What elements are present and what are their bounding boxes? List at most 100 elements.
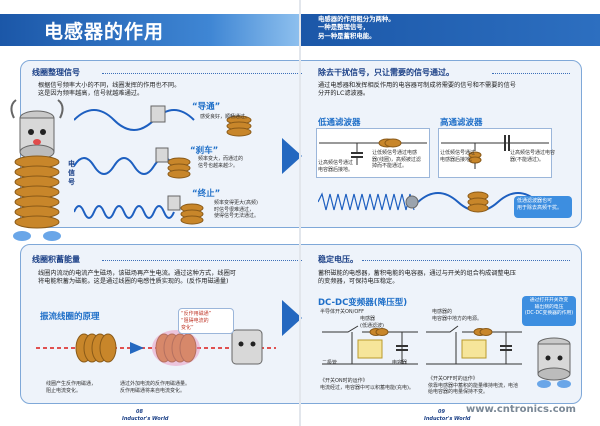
text-line: 的变频器，可保持电压稳定。 — [318, 278, 399, 286]
arrow-icon — [130, 342, 144, 354]
energy-left-heading: 线圈积蓄能量 — [32, 255, 80, 264]
caption-line: 《开关ON时的运作》 — [320, 378, 368, 384]
caption-line: 电流经过，电容器中可以积蓄电能(充电)。 — [320, 384, 414, 391]
energy-right-heading: 稳定电压。 — [318, 255, 358, 264]
dcdc-caption-on: 《开关ON时的运作》 电流经过，电容器中可以积蓄电能(充电)。 — [320, 378, 414, 391]
signal-left-heading: 线圈整理信号 — [32, 68, 80, 77]
page-number-right: 09 — [438, 409, 445, 415]
dcdc-caption-off: 《开关OFF时的运作》 依靠电感器中蓄积的能量维持电流，电池 给电容器的电量保持… — [428, 376, 518, 396]
filtered-wave — [318, 191, 539, 213]
low-frequency-wave — [74, 109, 195, 131]
dcdc-circuit — [322, 325, 522, 365]
signal-right-heading: 除去干扰信号，只让需要的信号通过。 — [318, 68, 454, 77]
desc-line: 让低频信号通过 — [440, 150, 476, 156]
mascot-body — [150, 105, 166, 123]
desc-line: 时信号很难通过， — [214, 206, 255, 213]
signal-waves — [74, 105, 252, 225]
desc-line: 器(不能通过)。 — [510, 156, 544, 163]
dcdc-subtitle: 半导体开关ON/OFF — [320, 309, 365, 315]
label-char: 号 — [68, 178, 75, 186]
heading-dots — [492, 73, 570, 74]
speech-line: “阻碍电流的 — [181, 318, 209, 324]
speech-line: 变化” — [181, 325, 194, 331]
energy-right-text: 蓄积磁能的电感器，蓄积电能的电容器，通过与开关的组合构成调整电压 的变频器，可保… — [318, 270, 580, 287]
text-line: 分开的LC滤波器。 — [318, 90, 370, 98]
page-title: 电感器的作用 — [44, 21, 165, 43]
caption-line: 给电容器的电量保持不变。 — [428, 389, 489, 395]
signal-vertical-label: 电 信 号 — [68, 160, 75, 187]
energy-left-text: 线圈内流动的电流产生磁场，该磁场再产生电流。通过这种方式，线圈可 将电能积蓄为磁… — [38, 270, 300, 287]
mascot-body — [155, 147, 169, 163]
lowpass-title: 低通滤波器 — [318, 118, 361, 128]
state-desc: 感受良好，顺畅通过。 — [200, 114, 251, 120]
caption-line: 依靠电感器中蓄积的能量维持电流，电池 — [428, 382, 519, 389]
page-fold — [299, 0, 301, 426]
magnetic-field — [152, 330, 200, 366]
desc-line: 使得信号无法通过。 — [214, 213, 260, 219]
speech-line: “反作用磁通” — [181, 311, 212, 317]
highpass-diagram — [438, 128, 552, 178]
dcdc-callout: 通过打开开关改变 输出侧的电压 (DC-DC变换器的作用) — [522, 296, 576, 326]
desc-line: 器(线圈)，高频被过滤 — [372, 156, 421, 163]
coil-caption-1: 线圈产生反作用磁通， 阻止电流变化。 — [46, 381, 96, 394]
state-desc: 频率变得更大(高频) 时信号很难通过， 使得信号无法通过。 — [214, 200, 259, 220]
lowpass-desc2: 让低频信号通过电感 器(线圈)，高频被过滤 掉而不能通过。 — [372, 150, 421, 170]
intro-line: 电感器的作用粗分为两种。 — [318, 15, 395, 23]
speech-bubble: “反作用磁通” “阻碍电流的 变化” — [178, 308, 234, 334]
caption-line: 阻止电流变化。 — [46, 387, 82, 394]
mid-frequency-wave — [74, 157, 175, 175]
text-line: 根据信号频率大小的不同，线圈发挥的作用也不同。 — [38, 82, 181, 89]
intro-line: 另一种是蓄积电能。 — [318, 31, 376, 40]
desc-line: 让高频信号通过电容 — [510, 150, 556, 156]
dcdc-note: 电感器的 电容器中地方的电源。 — [432, 309, 482, 322]
heading-dots — [102, 260, 302, 261]
mascot-body — [231, 329, 263, 365]
callout-line: 输出侧的电压 — [534, 304, 564, 310]
signal-right-text: 通过电感器和发挥相反作用的电容器可制成将需要的信号和不需要的信号 分开的LC滤波… — [318, 82, 580, 99]
desc-line: 让低频信号通过电感 — [372, 150, 418, 156]
callout-line: 低通滤波器也可 — [517, 198, 553, 204]
intro-text: 电感器的作用粗分为两种。 一种是整理信号， 另一种是蓄积电能。 — [318, 15, 578, 40]
desc-line: 信号也越来越少。 — [198, 162, 239, 169]
state-brake: “刹车” — [190, 144, 218, 156]
caption-line: 通过外加电流的反作用磁通量。 — [120, 381, 191, 387]
callout-line: 通过打开开关改变 — [529, 298, 569, 303]
high-frequency-wave — [74, 205, 175, 219]
intro-line: 一种是整理信号， — [318, 23, 370, 32]
arrow-right-icon — [282, 138, 302, 174]
coil-caption-2: 通过外加电流的反作用磁通量。 反作用磁通将来自电流变化。 — [120, 381, 190, 394]
coil-mascot-left — [10, 99, 64, 241]
lowpass-callout: 低通滤波器也可 用于除去高频干扰。 — [514, 196, 572, 218]
intro-band — [301, 14, 600, 46]
dcdc-inductor-label: 电感器 (低通滤波) — [360, 316, 384, 329]
title-bar: 电感器的作用 — [0, 14, 300, 46]
lowpass-circuit — [319, 138, 427, 165]
text-line: 通过电感器和发挥相反作用的电容器可制成将需要的信号和不需要的信号 — [318, 82, 516, 89]
highpass-circuit — [441, 135, 549, 169]
desc-line: 让高频信号通过 — [318, 160, 354, 166]
caption-line: 反作用磁通将来自电流变化。 — [120, 387, 186, 394]
lowpass-desc1: 让高频信号通过 电容器后接地。 — [318, 160, 353, 173]
desc-line: 电感器后接地。 — [440, 156, 476, 163]
heading-dots — [102, 73, 302, 74]
dcdc-diode-label: 二极管 — [322, 360, 338, 366]
label-line: (低通滤波) — [360, 322, 384, 329]
text-line: 蓄积磁能的电感器，蓄积电能的电容器，通过与开关的组合构成调整电压 — [318, 270, 516, 277]
arrow-right-icon — [282, 300, 302, 336]
watermark: www.cntronics.com — [466, 404, 576, 415]
callout-line: (DC-DC变换器的作用) — [524, 311, 574, 316]
ball-icon — [405, 195, 419, 209]
callout-line: 用于除去高频干扰。 — [517, 205, 563, 211]
lowpass-diagram — [316, 128, 430, 178]
desc-line: 掉而不能通过。 — [372, 163, 408, 169]
page-number-left: 08 — [136, 409, 143, 415]
label-line: 电感器 — [360, 316, 376, 322]
label-char: 电 — [68, 160, 75, 168]
coil-mascot-right — [537, 337, 571, 388]
state-label: “刹车” — [190, 146, 219, 156]
highpass-desc2: 让高频信号通过电容 器(不能通过)。 — [510, 150, 555, 163]
highpass-desc1: 让低频信号通过 电感器后接地。 — [440, 150, 475, 163]
coil-principle-diagram — [36, 329, 276, 366]
dcdc-title: DC-DC变频器(降压型) — [318, 298, 408, 308]
desc-line: 频率变得更大(高频) — [214, 200, 258, 206]
